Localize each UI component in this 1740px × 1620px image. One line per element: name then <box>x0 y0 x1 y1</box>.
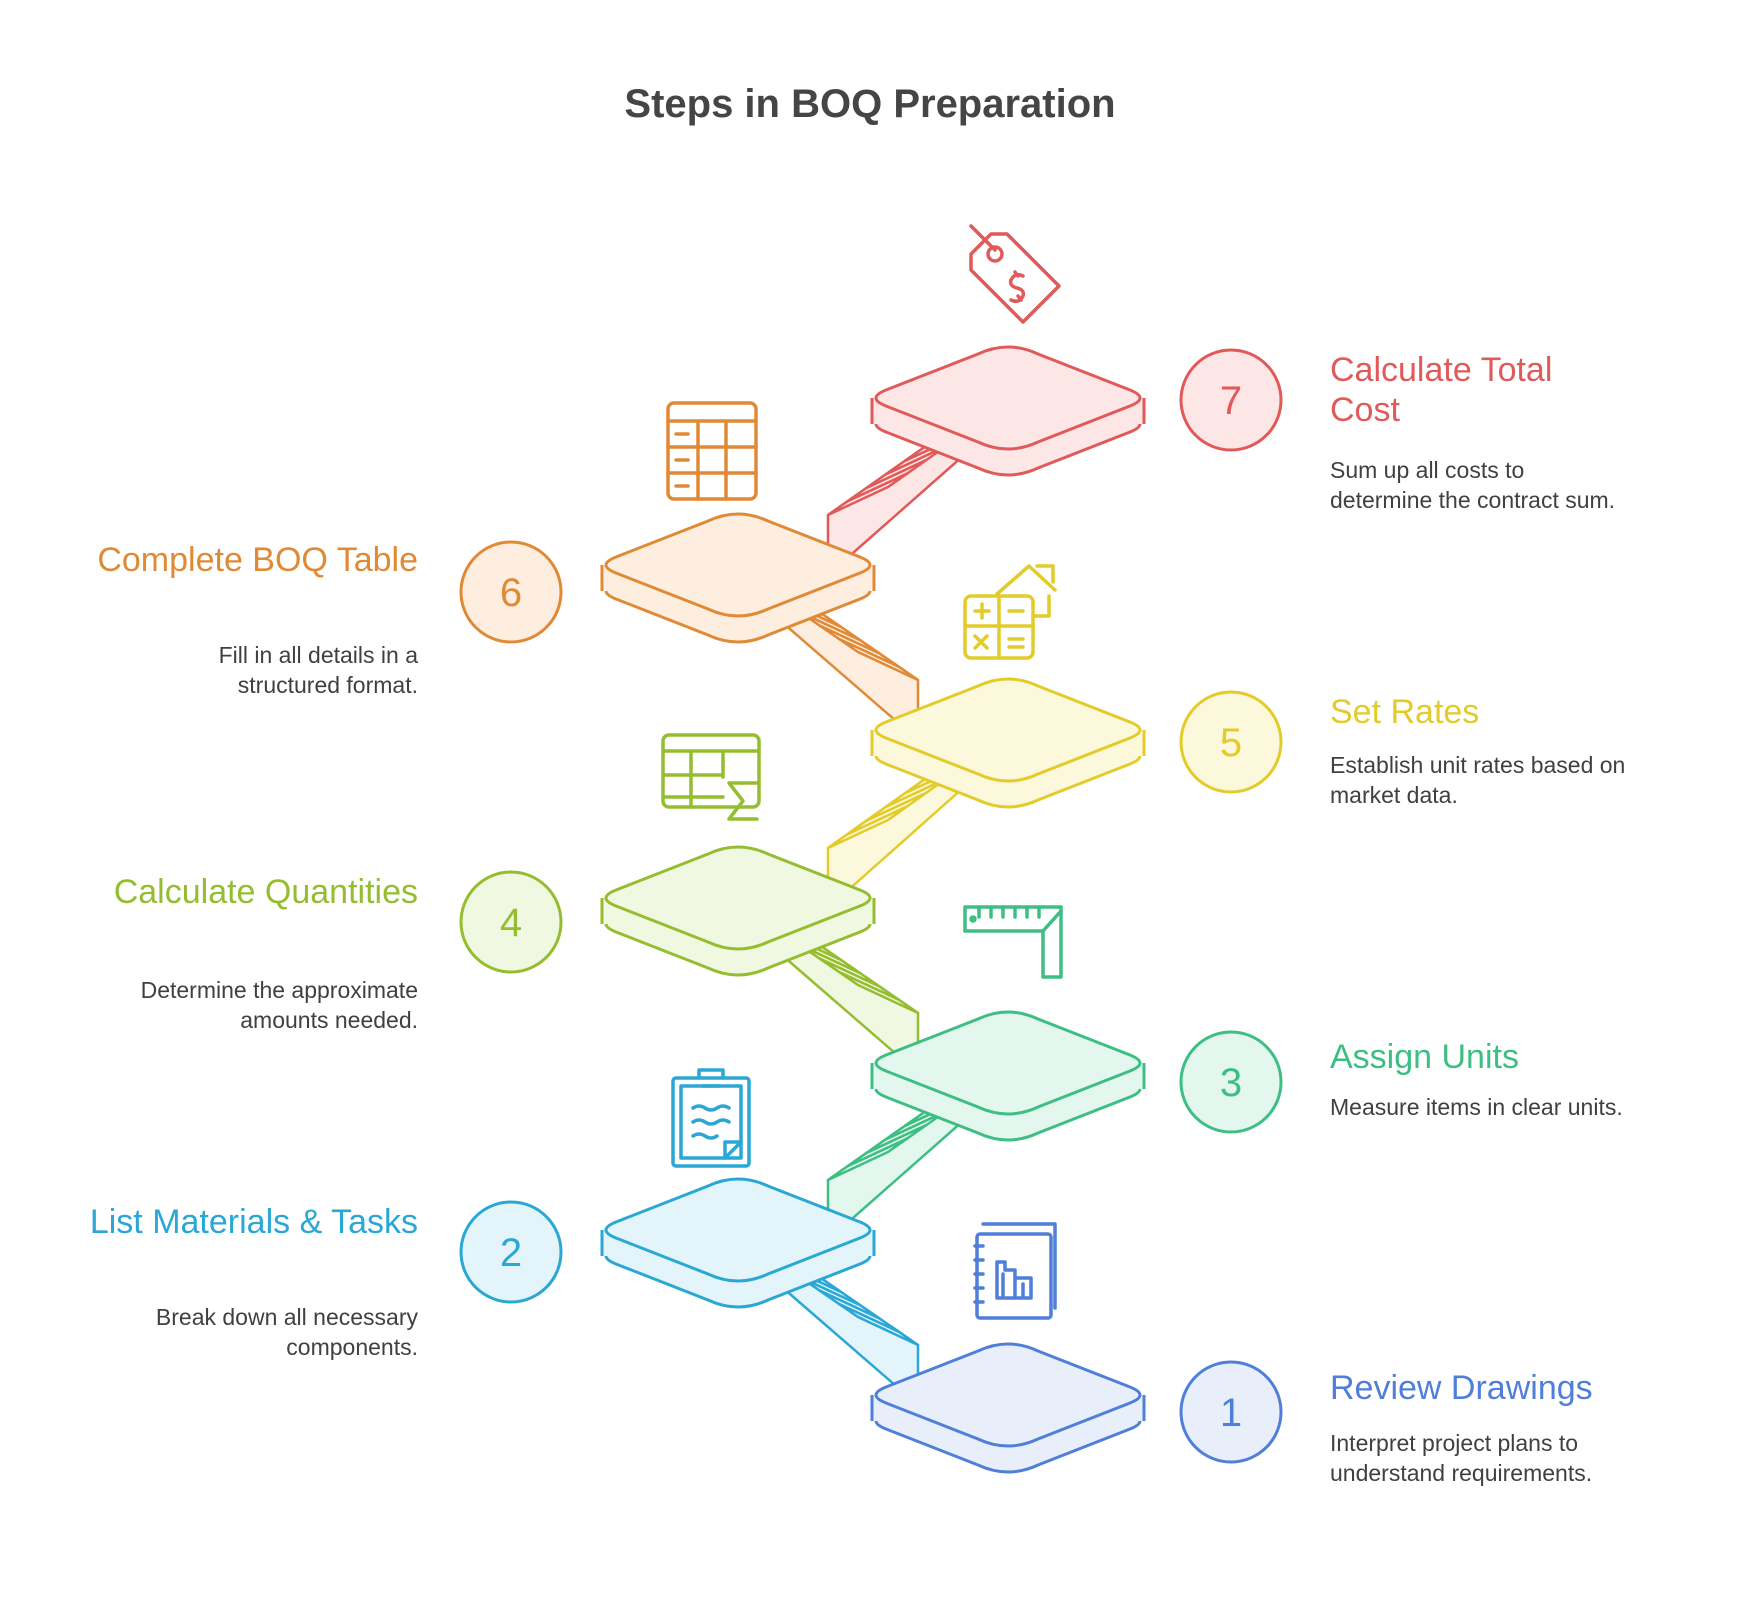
platform-top <box>874 1342 1142 1448</box>
table-grid-icon <box>666 401 758 501</box>
clipboard-icon <box>671 1068 751 1168</box>
step-3-title: Assign Units <box>1330 1038 1519 1076</box>
platform-3 <box>870 1010 1146 1142</box>
platform-top <box>874 345 1142 451</box>
step-6-description: Fill in all details in a structured form… <box>218 642 418 698</box>
step-7-title: Calculate Total Cost <box>1330 351 1553 429</box>
platform-1 <box>870 1342 1146 1474</box>
page-title: Steps in BOQ Preparation <box>624 82 1116 126</box>
platform-2 <box>600 1177 876 1309</box>
step-5-number: 5 <box>1220 721 1242 765</box>
step-7-circle <box>1179 348 1283 452</box>
step-3-circle <box>1179 1030 1283 1134</box>
platform-top <box>604 1177 872 1283</box>
platform-top <box>874 1010 1142 1116</box>
table-sum-icon <box>661 733 761 821</box>
blueprint-book-icon <box>973 1222 1057 1320</box>
step-1-circle <box>1179 1360 1283 1464</box>
step-1-number: 1 <box>1220 1391 1242 1435</box>
calculator-house-icon <box>963 564 1057 660</box>
platform-7 <box>870 345 1146 477</box>
step-7-description: Sum up all costs to determine the contra… <box>1330 457 1616 513</box>
step-4-title: Calculate Quantities <box>113 873 418 911</box>
platform-4 <box>600 845 876 977</box>
step-1-description: Interpret project plans to understand re… <box>1330 1430 1593 1486</box>
step-3-description: Measure items in clear units. <box>1330 1094 1623 1120</box>
step-1-title: Review Drawings <box>1330 1369 1593 1407</box>
step-4-number: 4 <box>500 901 522 945</box>
step-5-title: Set Rates <box>1330 693 1480 731</box>
step-6-circle <box>459 540 563 644</box>
ruler-icon <box>963 905 1063 979</box>
platform-top <box>604 512 872 618</box>
step-4-circle <box>459 870 563 974</box>
platform-5 <box>870 677 1146 809</box>
step-6-title: Complete BOQ Table <box>97 541 418 579</box>
step-5-description: Establish unit rates based on market dat… <box>1330 752 1626 808</box>
platform-top <box>604 845 872 951</box>
platform-top <box>874 677 1142 783</box>
step-2-description: Break down all necessary components. <box>155 1304 418 1360</box>
step-4-description: Determine the approximate amounts needed… <box>140 977 418 1033</box>
step-5-circle <box>1179 690 1283 794</box>
step-2-number: 2 <box>500 1231 522 1275</box>
step-2-circle <box>459 1200 563 1304</box>
step-6-number: 6 <box>500 571 522 615</box>
step-2-title: List Materials & Tasks <box>89 1203 418 1241</box>
step-3-number: 3 <box>1220 1061 1242 1105</box>
step-7-number: 7 <box>1220 379 1242 423</box>
price-tag-icon <box>969 224 1061 324</box>
platform-6 <box>600 512 876 644</box>
